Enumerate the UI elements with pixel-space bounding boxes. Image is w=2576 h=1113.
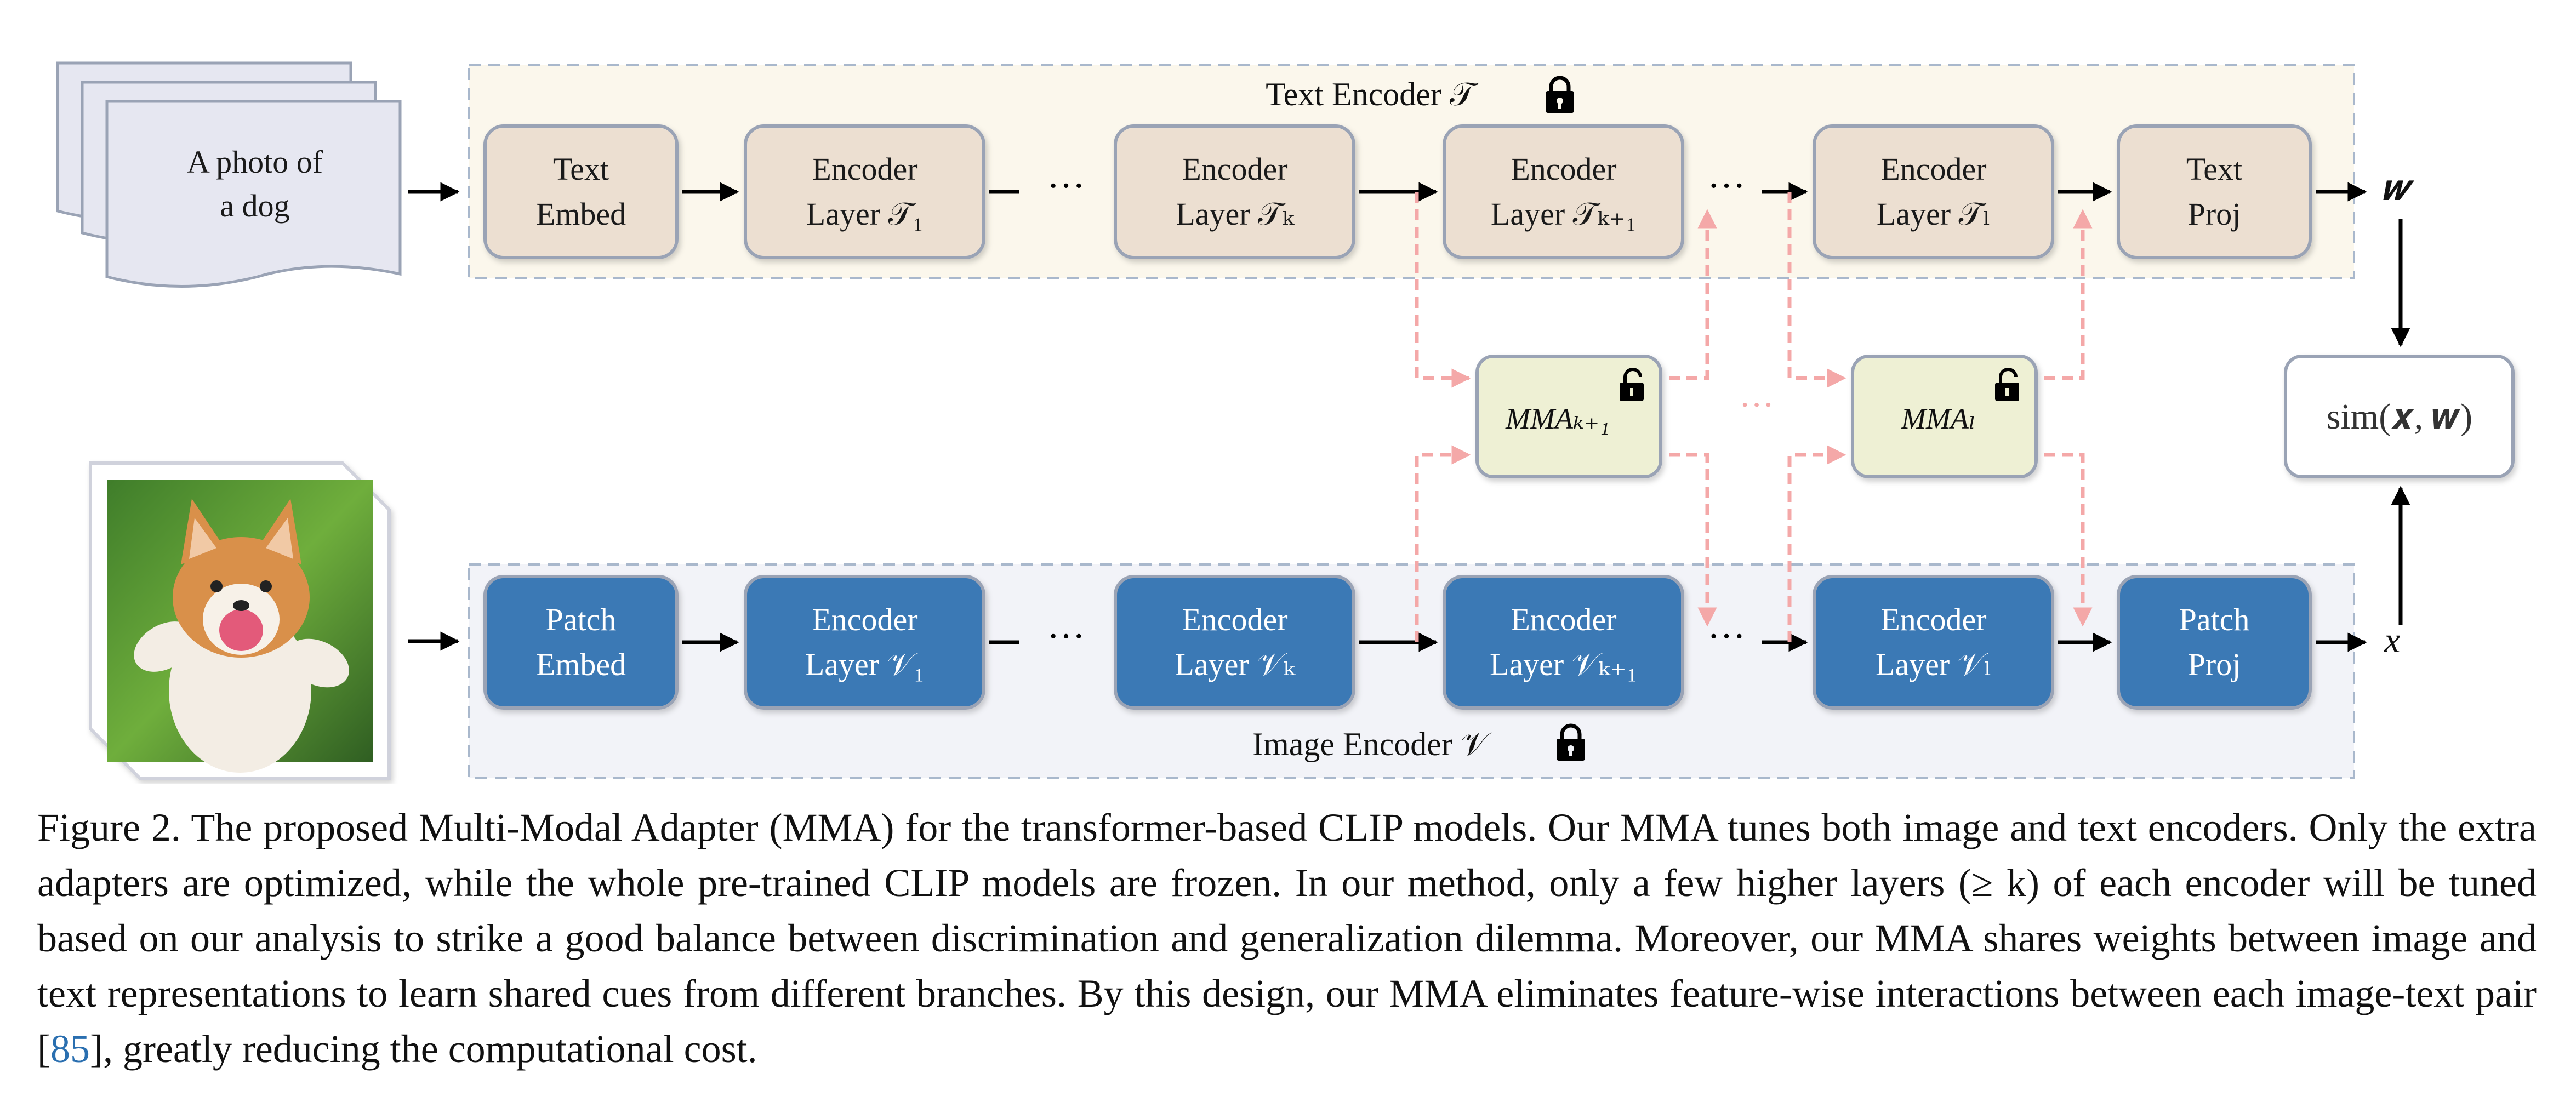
text-encoder-layer-k1-box: Encoder Layer 𝒯ₖ₊₁ [1443,124,1684,259]
image-ellipsis-1: ··· [1047,615,1085,658]
svg-text:Embed: Embed [536,647,626,682]
svg-text:Patch: Patch [546,602,617,637]
adapter-ellipsis: ··· [1739,385,1774,424]
svg-text:Layer 𝒱ₗ: Layer 𝒱ₗ [1876,647,1992,682]
text-proj-box: Text Proj [2117,124,2312,259]
input-text-line2: a dog [220,188,289,224]
patch-embed-box: Patch Embed [483,575,679,710]
image-encoder-layer-1-box: Encoder Layer 𝒱₁ [744,575,985,710]
image-encoder-layer-k-box: Encoder Layer 𝒱ₖ [1114,575,1355,710]
patch-proj-box: Patch Proj [2117,575,2312,710]
text-input-documents: A photo of a dog [56,61,402,288]
caption-main-text: Figure 2. The proposed Multi-Modal Adapt… [37,806,2537,1071]
svg-text:Layer 𝒯₁: Layer 𝒯₁ [806,196,924,232]
text-encoder-layer-l-box: Encoder Layer 𝒯ₗ [1813,124,2054,259]
citation-link[interactable]: 85 [50,1027,90,1071]
text-embed-box: Text Embed [483,124,679,259]
svg-text:Layer 𝒱₁: Layer 𝒱₁ [805,647,925,682]
image-output-label: x [2384,620,2400,660]
lock-open-icon [1995,368,2019,401]
dog-illustration [134,499,349,773]
image-encoder-label: Image Encoder 𝒱 [1252,726,1492,762]
svg-text:MMAₖ₊₁: MMAₖ₊₁ [1505,402,1610,435]
text-output-label: 𝒘 [2381,168,2415,208]
text-ellipsis-2: ··· [1707,165,1746,207]
svg-text:Patch: Patch [2179,602,2250,637]
mma-architecture-diagram: Text Encoder 𝒯 Image Encoder 𝒱 A photo o… [56,61,2515,780]
caption-end-text: ], greatly reducing the computational co… [89,1027,757,1071]
svg-text:Proj: Proj [2188,196,2241,232]
adapter-connections [1415,192,2093,642]
mma-adapter-k1: MMAₖ₊₁ [1475,355,1662,478]
svg-text:Encoder: Encoder [1511,602,1616,637]
image-encoder-layer-l-box: Encoder Layer 𝒱ₗ [1813,575,2054,710]
image-encoder-layer-k1-box: Encoder Layer 𝒱ₖ₊₁ [1443,575,1684,710]
svg-text:Encoder: Encoder [812,602,917,637]
svg-text:Layer 𝒯ₖ: Layer 𝒯ₖ [1176,196,1295,232]
svg-text:Encoder: Encoder [1182,151,1287,187]
similarity-box: sim(𝒙, 𝒘) [2284,355,2515,478]
lock-open-icon [1620,368,1644,401]
lock-closed-icon [1557,723,1585,761]
svg-text:Encoder: Encoder [1511,151,1616,187]
text-encoder-layer-k-box: Encoder Layer 𝒯ₖ [1114,124,1355,259]
svg-text:Encoder: Encoder [1880,151,1986,187]
svg-text:Encoder: Encoder [812,151,917,187]
dog-image-input [89,461,391,780]
text-encoder-layer-1-box: Encoder Layer 𝒯₁ [744,124,985,259]
text-encoder-label: Text Encoder 𝒯 [1266,76,1479,112]
svg-text:Layer 𝒱ₖ₊₁: Layer 𝒱ₖ₊₁ [1490,647,1638,682]
svg-text:Layer 𝒯ₗ: Layer 𝒯ₗ [1877,196,1991,232]
svg-text:Layer 𝒱ₖ: Layer 𝒱ₖ [1175,647,1296,682]
svg-text:Text: Text [553,151,609,187]
input-text-line1: A photo of [187,144,323,180]
svg-text:Embed: Embed [536,196,626,232]
svg-text:Proj: Proj [2188,647,2241,682]
svg-text:Text: Text [2186,151,2242,187]
svg-text:Encoder: Encoder [1182,602,1287,637]
figure-caption: Figure 2. The proposed Multi-Modal Adapt… [37,800,2537,1077]
text-ellipsis-1: ··· [1047,165,1085,207]
svg-text:MMAₗ: MMAₗ [1901,402,1976,435]
image-ellipsis-2: ··· [1707,615,1746,658]
svg-text:sim(𝒙, 𝒘): sim(𝒙, 𝒘) [2327,397,2472,437]
lock-closed-icon [1546,76,1574,113]
mma-adapter-l: MMAₗ [1851,355,2038,478]
svg-text:Layer 𝒯ₖ₊₁: Layer 𝒯ₖ₊₁ [1491,196,1637,232]
svg-text:Encoder: Encoder [1880,602,1986,637]
